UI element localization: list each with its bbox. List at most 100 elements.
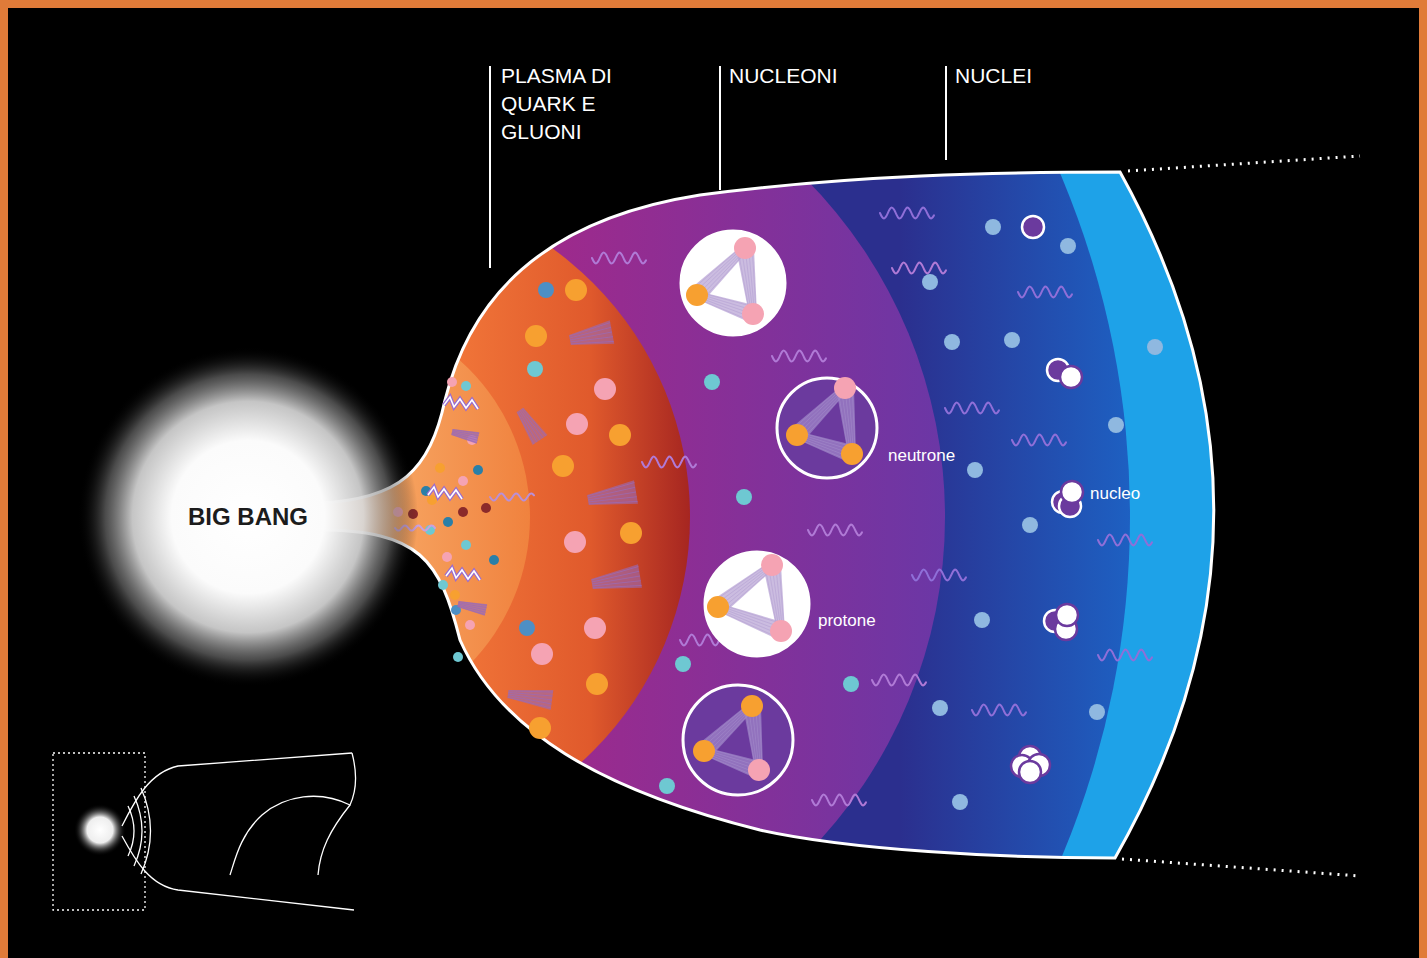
gluon-tube — [507, 690, 553, 710]
photon-wave — [1012, 435, 1066, 446]
light-particle — [1108, 417, 1124, 433]
quark-dot — [442, 552, 452, 562]
inset-frame — [53, 753, 145, 910]
dotted-continuation — [1122, 859, 1360, 876]
nucleon-ball — [1022, 216, 1044, 238]
quark-dot — [461, 540, 471, 550]
gluon-line — [593, 585, 642, 587]
energy-zigzag — [444, 397, 478, 409]
nucleon-ball — [1061, 481, 1083, 503]
photon-wave — [490, 493, 534, 500]
inset-outline — [122, 753, 352, 826]
quark-dot — [566, 413, 588, 435]
light-particle — [952, 794, 968, 810]
quark-dot — [435, 463, 445, 473]
energy-zigzag — [428, 487, 462, 499]
quark-dot — [465, 620, 475, 630]
gluon-line — [451, 434, 476, 442]
quark-dot — [489, 555, 499, 565]
quark-dot — [841, 443, 863, 465]
quark-dot — [693, 740, 715, 762]
gluon-line — [508, 692, 552, 696]
gluon-line — [508, 691, 553, 692]
particle-label: neutrone — [888, 446, 955, 466]
nucleon-ball — [1056, 604, 1078, 626]
lepton-dot — [675, 656, 691, 672]
era-heading: NUCLEONI — [729, 62, 838, 90]
gluon-tube — [569, 320, 614, 345]
gluon-line — [517, 412, 534, 444]
quark-dot — [594, 378, 616, 400]
node-title: BIG BANG — [188, 503, 308, 531]
photon-wave — [642, 457, 696, 468]
universe-outline — [318, 172, 1214, 858]
quark-dot — [461, 381, 471, 391]
inset-outline — [122, 836, 354, 910]
leader-line — [719, 66, 721, 190]
energy-zigzag — [444, 397, 478, 409]
gluon-line — [570, 337, 613, 342]
particle-label: nucleo — [1090, 484, 1140, 504]
light-particle — [1147, 339, 1163, 355]
proton-circle — [681, 231, 785, 335]
quark-dot — [427, 495, 437, 505]
nuclei-band — [0, 0, 1130, 958]
quark-dot — [770, 620, 792, 642]
photon-wave — [808, 525, 862, 536]
gluon-tube — [587, 480, 638, 505]
neutron-circle — [777, 378, 877, 478]
lepton-dot — [659, 778, 675, 794]
proton-circle — [705, 552, 809, 656]
quark-dot — [761, 554, 783, 576]
quark-dot — [519, 620, 535, 636]
photon-wave — [1018, 287, 1072, 298]
era-heading: PLASMA DI QUARK E GLUONI — [501, 62, 613, 146]
quark-dot — [741, 695, 763, 717]
gluon-tube — [517, 408, 548, 445]
quark-dot — [834, 377, 856, 399]
quark-dot — [586, 673, 608, 695]
gluon-line — [592, 581, 640, 586]
proton-symbol — [681, 231, 785, 335]
quark-dot — [453, 652, 463, 662]
inset-outline — [318, 805, 350, 875]
gluon-line — [519, 411, 537, 442]
leader-line — [945, 66, 947, 160]
nucleon-ball — [1060, 366, 1082, 388]
quark-dot — [584, 617, 606, 639]
gluon-tube — [591, 564, 642, 589]
light-particle — [944, 334, 960, 350]
quark-dot — [748, 759, 770, 781]
light-particle — [1004, 332, 1020, 348]
photon-wave — [592, 253, 646, 264]
light-particle — [1089, 704, 1105, 720]
energy-zigzag — [446, 568, 480, 580]
gluon-line — [589, 501, 638, 503]
gluon-line — [457, 606, 484, 614]
gluon-line — [458, 605, 486, 612]
quark-dot — [529, 717, 551, 739]
quark-dot — [734, 237, 756, 259]
inset-glow — [74, 804, 126, 856]
nucleon-ball — [1019, 761, 1041, 783]
quark-dot — [565, 279, 587, 301]
photon-wave — [872, 675, 926, 686]
light-particle — [932, 700, 948, 716]
glow-disc — [78, 347, 418, 687]
particle-label: protone — [818, 611, 876, 631]
particles — [393, 208, 1163, 810]
photon-wave — [912, 570, 966, 581]
gluon-line — [452, 433, 478, 440]
light-particle — [1060, 238, 1076, 254]
gluon-line — [588, 492, 636, 500]
plasma-band — [28, 186, 690, 848]
light-particle — [974, 612, 990, 628]
quark-dot — [609, 424, 631, 446]
lepton-dot — [736, 489, 752, 505]
quark-dot — [473, 465, 483, 475]
quark-dot — [742, 303, 764, 325]
neutron-symbol — [683, 685, 793, 795]
quark-dot — [620, 522, 642, 544]
quark-dot — [538, 282, 554, 298]
gluon-tube — [457, 601, 487, 616]
